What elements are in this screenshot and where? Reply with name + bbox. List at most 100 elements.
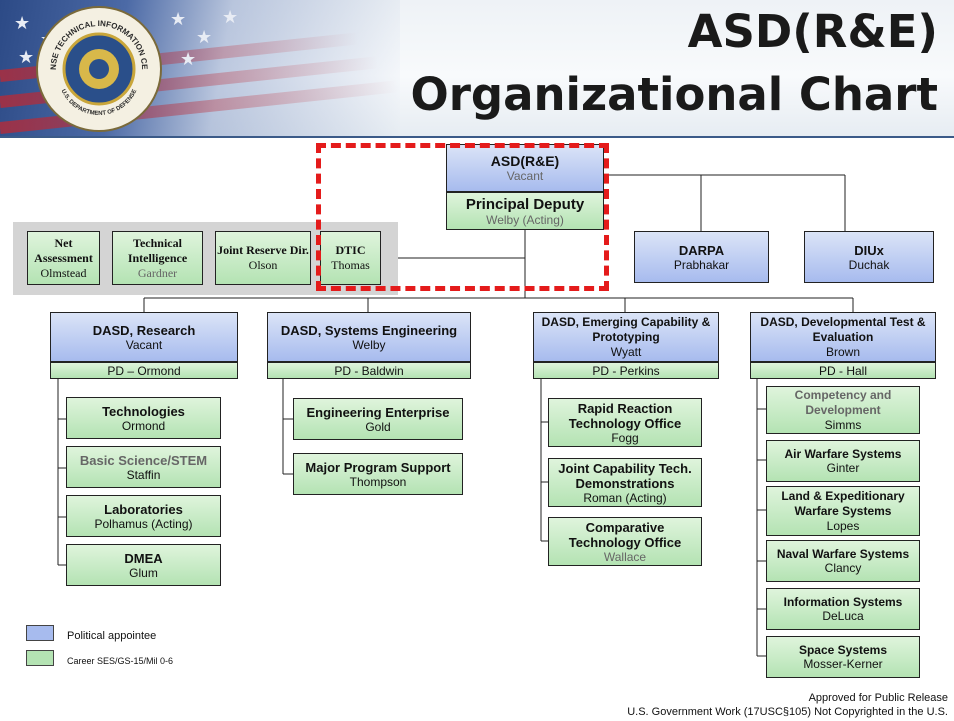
office-box: Joint Capability Tech. Demonstrations Ro… — [548, 458, 702, 507]
office-box: Major Program Support Thompson — [293, 453, 463, 495]
pd-label: PD – Ormond — [107, 363, 181, 378]
dasd-name: Welby — [352, 337, 386, 352]
legend-swatch-political — [26, 625, 54, 641]
agency-box-diux: DIUx Duchak — [804, 231, 934, 283]
footer-copyright-note: U.S. Government Work (17USC§105) Not Cop… — [627, 706, 948, 718]
pd-box-systems-engineering: PD - Baldwin — [267, 362, 471, 379]
office-name: Ormond — [121, 418, 166, 433]
dasd-name: Brown — [825, 345, 860, 359]
office-name: Glum — [129, 565, 158, 580]
staff-name: Thomas — [331, 258, 370, 272]
office-box: Competency and Development Simms — [766, 386, 920, 434]
staff-box-net-assessment: Net Assessment Olmstead — [27, 231, 100, 285]
office-name: Lopes — [826, 519, 860, 533]
office-box: Basic Science/STEM Staffin — [66, 446, 221, 488]
dasd-box-emerging-capability: DASD, Emerging Capability & Prototyping … — [533, 312, 719, 362]
office-box: Comparative Technology Office Wallace — [548, 517, 702, 566]
legend-label-political: Political appointee — [67, 630, 157, 642]
office-title: Rapid Reaction Technology Office — [568, 400, 682, 431]
office-box: Land & Expeditionary Warfare Systems Lop… — [766, 486, 920, 536]
dasd-title: DASD, Research — [92, 322, 196, 338]
office-box: Rapid Reaction Technology Office Fogg — [548, 398, 702, 447]
legend-swatch-career — [26, 650, 54, 666]
pd-box-research: PD – Ormond — [50, 362, 238, 379]
agency-title: DARPA — [678, 242, 725, 258]
office-title: Joint Capability Tech. Demonstrations — [558, 460, 692, 491]
staff-box-technical-intelligence: Technical Intelligence Gardner — [112, 231, 203, 285]
office-name: Staffin — [126, 467, 161, 482]
asd-box: ASD(R&E) Vacant — [446, 144, 604, 192]
legend-label-career: Career SES/GS-15/Mil 0-6 — [67, 656, 174, 666]
principal-deputy-box: Principal Deputy Welby (Acting) — [446, 192, 604, 230]
dasd-box-systems-engineering: DASD, Systems Engineering Welby — [267, 312, 471, 362]
dasd-title: DASD, Developmental Test & Evaluation — [760, 315, 926, 344]
office-box: Air Warfare Systems Ginter — [766, 440, 920, 482]
dasd-name: Wyatt — [610, 345, 642, 359]
office-name: Polhamus (Acting) — [94, 516, 193, 531]
agency-title: DIUx — [854, 242, 884, 258]
office-box: DMEA Glum — [66, 544, 221, 586]
header-divider — [0, 136, 954, 138]
asd-title: ASD(R&E) — [490, 153, 560, 169]
office-title: Major Program Support — [305, 459, 451, 475]
office-title: DMEA — [124, 550, 163, 566]
staff-title: DTIC — [335, 243, 366, 257]
staff-name: Olmstead — [40, 265, 87, 280]
pd-label: PD - Baldwin — [334, 363, 404, 378]
staff-name: Olson — [248, 258, 278, 272]
pd-label: PD - Perkins — [592, 363, 660, 378]
office-name: Thompson — [349, 474, 407, 489]
agency-box-darpa: DARPA Prabhakar — [634, 231, 769, 283]
office-title: Information Systems — [783, 595, 903, 609]
office-name: Clancy — [824, 561, 862, 575]
office-name: Mosser-Kerner — [803, 657, 883, 671]
office-title: Competency and Development — [794, 388, 892, 417]
staff-title: Technical Intelligence — [127, 235, 188, 265]
office-name: Wallace — [603, 549, 647, 564]
principal-deputy-name: Welby (Acting) — [486, 212, 564, 227]
office-title: Engineering Enterprise — [306, 404, 450, 420]
office-title: Basic Science/STEM — [79, 452, 208, 468]
office-title: Space Systems — [798, 643, 888, 657]
office-box: Engineering Enterprise Gold — [293, 398, 463, 440]
pd-box-emerging-capability: PD - Perkins — [533, 362, 719, 379]
office-box: Space Systems Mosser-Kerner — [766, 636, 920, 678]
office-title: Air Warfare Systems — [784, 447, 902, 461]
office-title: Comparative Technology Office — [568, 519, 682, 550]
pd-label: PD - Hall — [818, 363, 867, 378]
staff-title: Net Assessment — [34, 235, 93, 265]
office-name: DeLuca — [822, 609, 864, 623]
office-name: Ginter — [826, 461, 860, 475]
office-title: Technologies — [102, 403, 185, 419]
office-name: Fogg — [611, 430, 639, 445]
staff-box-dtic: DTIC Thomas — [320, 231, 381, 285]
office-name: Simms — [824, 418, 862, 432]
asd-name: Vacant — [506, 169, 544, 183]
office-box: Laboratories Polhamus (Acting) — [66, 495, 221, 537]
agency-name: Duchak — [848, 257, 890, 272]
principal-deputy-title: Principal Deputy — [465, 195, 585, 213]
dasd-title: DASD, Systems Engineering — [280, 322, 458, 338]
dasd-box-research: DASD, Research Vacant — [50, 312, 238, 362]
dasd-title: DASD, Emerging Capability & Prototyping — [541, 315, 711, 344]
office-title: Laboratories — [104, 501, 183, 517]
office-title: Naval Warfare Systems — [776, 547, 910, 561]
dtic-seal-icon: DEFENSE TECHNICAL INFORMATION CENTER U.S… — [34, 4, 162, 132]
page-title-line1: ASD(R&E) — [687, 5, 938, 58]
footer-release-note: Approved for Public Release — [808, 692, 948, 704]
staff-box-joint-reserve: Joint Reserve Dir. Olson — [215, 231, 311, 285]
office-box: Technologies Ormond — [66, 397, 221, 439]
slide-header: ★ ★ ★ ★ ★ ★ ★ DEFENSE TECHNICAL INFORMAT… — [0, 0, 954, 138]
dasd-box-developmental-test: DASD, Developmental Test & Evaluation Br… — [750, 312, 936, 362]
staff-title: Joint Reserve Dir. — [217, 243, 309, 257]
office-name: Roman (Acting) — [583, 490, 667, 505]
agency-name: Prabhakar — [673, 257, 730, 272]
office-box: Naval Warfare Systems Clancy — [766, 540, 920, 582]
page-title-line2: Organizational Chart — [410, 68, 938, 121]
office-title: Land & Expeditionary Warfare Systems — [781, 489, 905, 518]
staff-name: Gardner — [137, 265, 178, 280]
office-box: Information Systems DeLuca — [766, 588, 920, 630]
office-name: Gold — [365, 419, 391, 434]
